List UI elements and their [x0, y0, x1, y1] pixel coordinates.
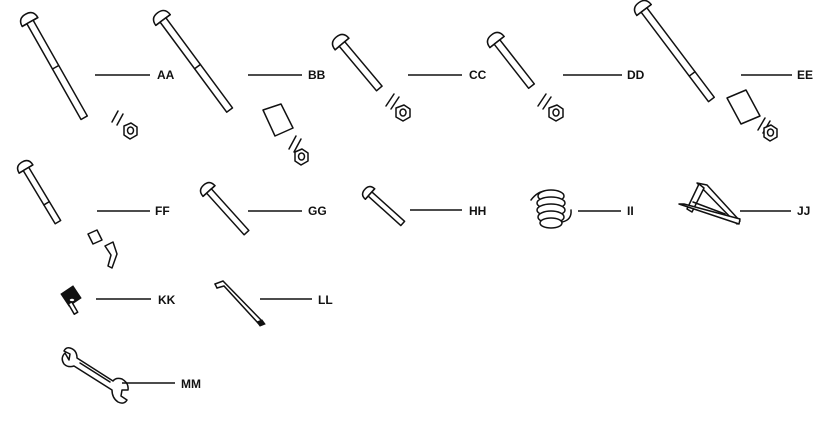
- part-label-ll: LL: [318, 293, 333, 307]
- long-bolt-spacer-nut-icon: [150, 7, 308, 165]
- a-frame-bracket-icon: [679, 183, 791, 224]
- part-label-cc: CC: [469, 68, 486, 82]
- part-label-dd: DD: [627, 68, 644, 82]
- open-end-wrench-icon: [62, 348, 175, 403]
- part-label-jj: JJ: [797, 204, 810, 218]
- small-bolt-icon: [360, 184, 462, 229]
- extra-long-bolt-spacer-nut-icon: [631, 0, 792, 141]
- carriage-bolt-icon: [198, 180, 302, 238]
- part-label-bb: BB: [308, 68, 325, 82]
- long-bolt-with-nut-icon: [18, 10, 150, 139]
- part-label-hh: HH: [469, 204, 486, 218]
- part-label-aa: AA: [157, 68, 174, 82]
- short-bolt-with-nut-icon: [329, 31, 462, 121]
- short-bolt-with-nut-icon: [484, 29, 622, 121]
- knob-screw-icon: [61, 286, 151, 314]
- part-label-ii: II: [627, 204, 634, 218]
- allen-wrench-icon: [215, 281, 312, 326]
- part-label-mm: MM: [181, 377, 201, 391]
- part-label-kk: KK: [158, 293, 175, 307]
- bolt-spacer-knob-icon: [15, 158, 150, 268]
- part-label-gg: GG: [308, 204, 327, 218]
- part-label-ee: EE: [797, 68, 813, 82]
- part-label-ff: FF: [155, 204, 170, 218]
- spring-icon: [531, 190, 621, 228]
